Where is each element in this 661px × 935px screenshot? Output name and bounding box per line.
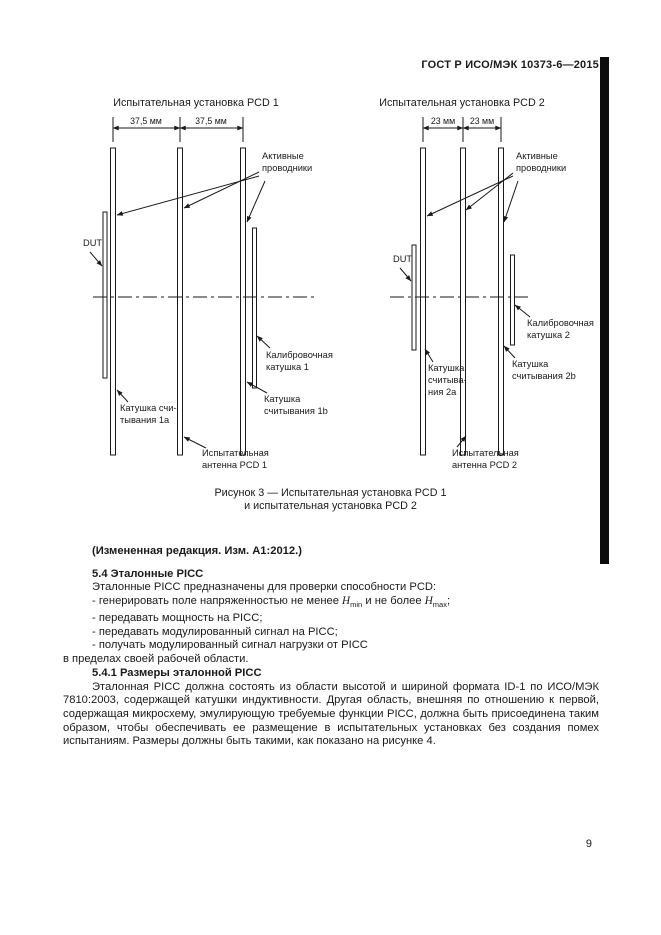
pcd2-dut-label: DUT [393, 254, 412, 264]
bullet-field-strength: - генерировать поле напряженностью не ме… [63, 595, 599, 612]
para-5-4-intro: Эталонные PICC предназначены для проверк… [92, 581, 437, 594]
bullet-mod-signal: - передавать модулированный сигнал на PI… [92, 625, 338, 638]
bullet-field-mid: и не более [362, 595, 425, 608]
pcd2-title: Испытательная установка PCD 2 [379, 97, 545, 109]
bullet-field-post: ; [446, 595, 451, 608]
h-max-subscript: max [432, 600, 447, 610]
page-number: 9 [585, 838, 592, 850]
pcd2-assembly: Испытательная установка PCD 2 23 мм 23 м… [379, 97, 594, 470]
figure-caption-line2: и испытательная установка PCD 2 [244, 500, 417, 512]
sense-coil-2a-label-3: ния 2a [428, 387, 457, 397]
bullet-load-mod: - получать модулированный сигнал нагрузк… [92, 639, 368, 652]
bullet-power: - передавать мощность на PICC; [92, 612, 263, 625]
sense-coil-2b-label-2: считывания 2b [512, 371, 576, 381]
sense-coil-1a-bar [110, 147, 116, 456]
pcd1-active-arrow-1 [116, 175, 260, 216]
sense-coil-1b-arrow [246, 381, 268, 394]
sense-coil-1a-label: Катушка счи- [120, 403, 177, 413]
pcd1-dim-label-1: 37,5 мм [130, 116, 162, 126]
bullet-load-mod-continuation: в пределах своей рабочей области. [63, 653, 249, 666]
pcd1-title: Испытательная установка PCD 1 [113, 97, 279, 109]
heading-5-4-1: 5.4.1 Размеры эталонной PICC [92, 666, 262, 679]
pcd1-active-conductors-label-2: проводники [262, 163, 312, 173]
sense-coil-1b-bar [240, 147, 246, 456]
pcd1-dut-arrow [89, 251, 103, 267]
h-min-symbol: H [342, 595, 351, 608]
h-max-symbol: H [424, 595, 433, 608]
pcd2-active-arrow-3 [503, 180, 519, 223]
pcd2-active-conductors-label-2: проводники [516, 163, 566, 173]
figure-caption-line1: Рисунок 3 — Испытательная установка PCD … [214, 487, 447, 499]
sense-coil-2b-arrow [503, 345, 516, 359]
change-bar [600, 57, 609, 564]
pcd1-assembly: Испытательная установка PCD 1 37,5 мм 37… [83, 97, 333, 470]
sense-coil-2b-label: Катушка [512, 359, 549, 369]
pcd1-active-arrow-3 [246, 180, 266, 223]
h-min-subscript: min [350, 600, 363, 610]
sense-coil-2a-arrow [424, 348, 434, 363]
pcd2-dim-label-1: 23 мм [431, 116, 455, 126]
calibration-coil-1-label: Калибровочная [266, 350, 333, 360]
calibration-coil-1-bar [252, 227, 257, 389]
sense-coil-2a-label-2: считыва- [428, 375, 467, 385]
test-antenna-pcd1-label-2: антенна PCD 1 [202, 460, 267, 470]
sense-coil-2b-bar [498, 147, 504, 456]
pcd2-dut-arrow [399, 267, 412, 282]
pcd1-active-arrow-2 [183, 171, 260, 209]
sense-coil-1b-label: Катушка [264, 394, 301, 404]
sense-coil-1a-arrow [116, 389, 129, 403]
pcd1-active-conductors-label: Активные [262, 151, 304, 161]
calibration-coil-1-label-2: катушка 1 [266, 362, 309, 372]
calibration-coil-2-label: Калибровочная [527, 318, 594, 328]
sense-coil-1b-label-2: считывания 1b [264, 406, 328, 416]
heading-5-4: 5.4 Эталонные PICC [92, 567, 204, 580]
dut-bar-pcd1 [102, 211, 108, 379]
figure-3-diagram: Испытательная установка PCD 1 37,5 мм 37… [83, 97, 594, 470]
bullet-field-pre: - генерировать поле напряженностью не ме… [92, 595, 343, 608]
sense-coil-2a-bar [420, 147, 426, 456]
test-antenna-pcd2-arrow [456, 435, 467, 448]
test-antenna-pcd2-label-2: антенна PCD 2 [452, 460, 517, 470]
figure-caption: Рисунок 3 — Испытательная установка PCD … [0, 487, 661, 513]
test-antenna-pcd2-bar [460, 147, 466, 456]
test-antenna-pcd1-arrow [183, 436, 207, 449]
test-antenna-pcd1-label: Испытательная [202, 448, 269, 458]
pcd2-active-arrow-2 [465, 172, 514, 211]
calibration-coil-2-bar [510, 254, 515, 346]
pcd2-active-conductors-label: Активные [516, 151, 558, 161]
test-antenna-pcd2-label: Испытательная [452, 448, 519, 458]
calibration-coil-2-label-2: катушка 2 [527, 330, 570, 340]
pcd1-dim-label-2: 37,5 мм [195, 116, 227, 126]
sense-coil-1a-label-2: тывания 1a [120, 415, 170, 425]
amendment-note: (Измененная редакция. Изм. А1:2012.) [92, 545, 302, 557]
pcd2-active-arrow-1 [426, 175, 514, 217]
pcd1-dut-label: DUT [83, 238, 102, 248]
pcd2-dim-label-2: 23 мм [470, 116, 494, 126]
sense-coil-2a-label: Катушка [428, 363, 465, 373]
doc-number: ГОСТ Р ИСО/МЭК 10373-6—2015 [421, 59, 599, 71]
calibration-coil-1-arrow [256, 335, 271, 349]
calibration-coil-2-arrow [514, 304, 531, 318]
test-antenna-pcd1-bar [177, 147, 183, 456]
para-5-4-1: Эталонная PICC должна состоять из област… [63, 680, 599, 748]
body-text: (Измененная редакция. Изм. А1:2012.) 5.4… [63, 545, 599, 749]
